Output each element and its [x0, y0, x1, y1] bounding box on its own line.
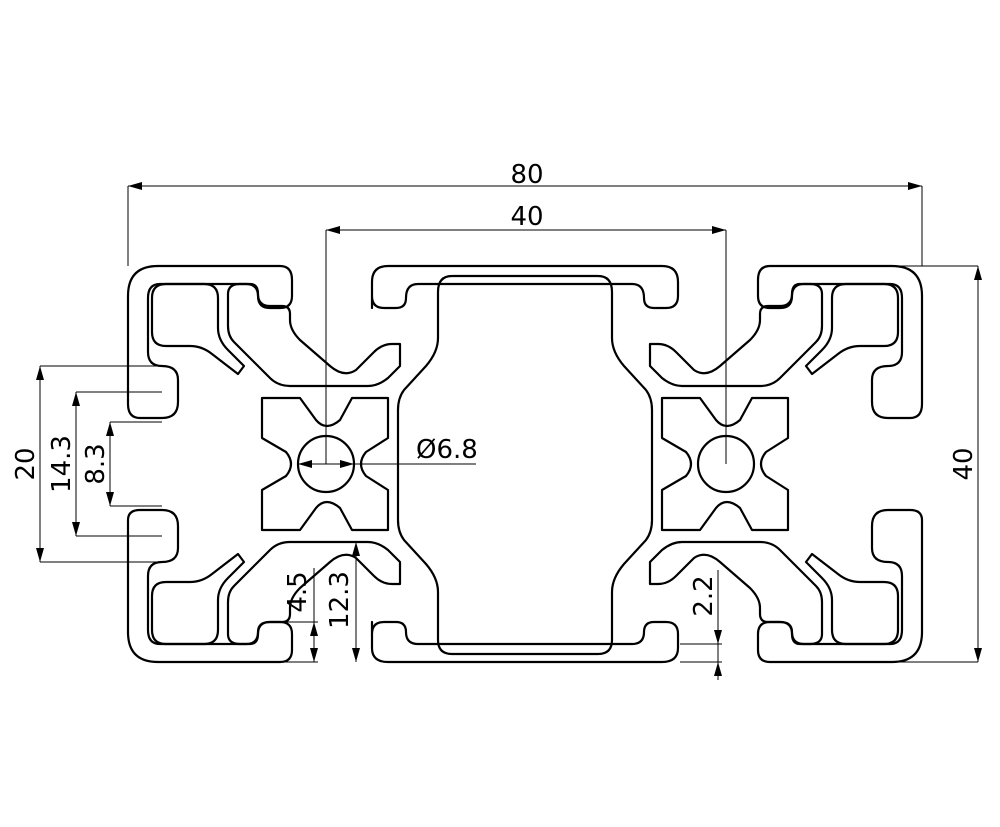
dim-height-right: 40: [892, 265, 982, 663]
dim-slot-outer: 14.3: [47, 391, 162, 537]
dim-8-3-label: 8.3: [81, 443, 111, 484]
dim-14-3-label: 14.3: [47, 435, 77, 493]
dim-slot-inner: 8.3: [81, 421, 162, 507]
dim-center-width: 40: [325, 202, 727, 464]
dim-12-3-label: 12.3: [325, 571, 355, 629]
dim-bore-label: Ø6.8: [416, 435, 478, 465]
dim-40-right-label: 40: [949, 447, 979, 480]
dim-4-5-label: 4.5: [283, 571, 313, 612]
dim-depth-12-3: 12.3: [325, 542, 360, 662]
dim-2-2-label: 2.2: [689, 575, 719, 616]
dim-height-left: 20: [11, 365, 162, 563]
dim-wall-4-5: 4.5: [283, 568, 318, 663]
right-unit-pockets: [648, 282, 900, 646]
dim-overall-width: 80: [127, 160, 923, 266]
right-core: [660, 396, 790, 532]
center-cavity: [396, 274, 654, 656]
dim-80-label: 80: [510, 160, 543, 190]
left-unit-pockets: [150, 282, 402, 646]
dim-20-label: 20: [11, 447, 41, 480]
dim-40-top-label: 40: [510, 202, 543, 232]
dim-wall-2-2: 2.2: [680, 570, 722, 680]
dim-bore: Ø6.8: [298, 435, 478, 468]
profile-outline: [126, 264, 924, 664]
